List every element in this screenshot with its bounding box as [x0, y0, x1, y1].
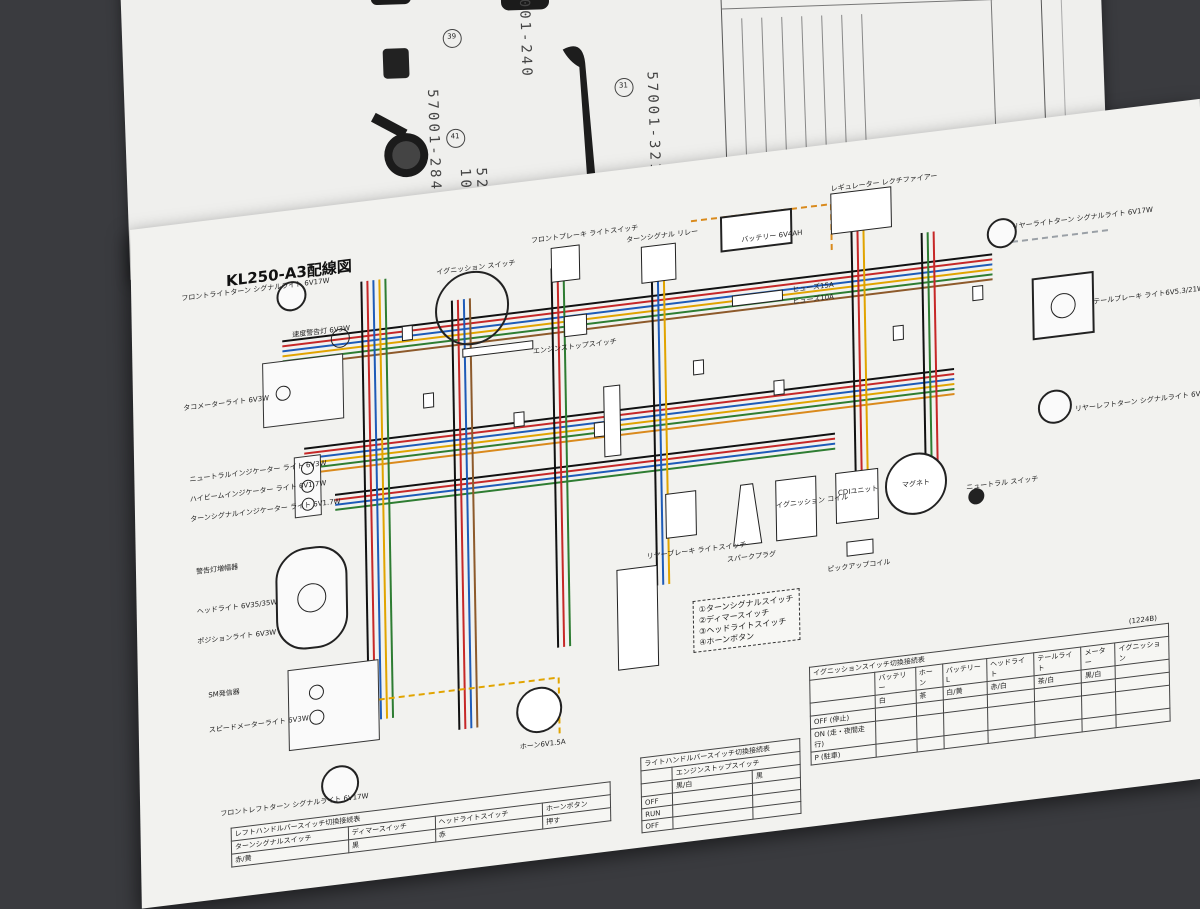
tool-illustrations: 録: [370, 0, 1067, 180]
headlight-icon: [275, 546, 349, 650]
front-left-turn-signal-icon: [321, 765, 360, 804]
collar-tool-icon: [382, 48, 410, 79]
speedometer-icon: [287, 659, 380, 752]
rear-right-turn-signal-icon: [986, 218, 1017, 249]
bearing-tool-icon: [370, 0, 411, 6]
ignition-switch-icon: [435, 270, 510, 346]
item-number-39: 39: [447, 32, 457, 41]
rear-left-turn-signal-icon: [1037, 389, 1072, 424]
spark-plug-icon: [733, 483, 763, 547]
spanner-tool-icon: [562, 46, 596, 180]
turn-signal-relay-icon: [640, 242, 677, 284]
pickup-coil-icon: [846, 538, 874, 557]
battery-icon: [719, 207, 793, 253]
ignition-coil-icon: [775, 475, 818, 542]
wiring-diagram-page: KL250-A3配線図: [130, 98, 1200, 909]
front-right-turn-signal-icon: [276, 281, 307, 312]
item-number-31: 31: [618, 81, 629, 90]
item-number-41: 41: [450, 132, 460, 141]
wiring-diagram: [262, 186, 1112, 804]
tachometer-icon: [262, 353, 345, 429]
cdi-unit-icon: [835, 467, 880, 525]
regulator-rectifier-icon: [830, 186, 892, 235]
magneto-icon: [884, 452, 947, 515]
neutral-switch-icon: [968, 488, 985, 505]
upper-manual-page: 録 57001-240 57001-284 57001-321 52005-10…: [120, 0, 1110, 280]
left-handlebar-switch-icon: [616, 564, 660, 671]
rear-brake-switch-icon: [665, 490, 697, 539]
indicator-lights-icon: [293, 454, 322, 519]
front-brake-switch-icon: [550, 244, 581, 283]
fuse-icon: [731, 289, 784, 307]
tool-code-1: 57001-240: [515, 0, 535, 80]
tail-brake-light-icon: [1031, 270, 1095, 341]
horn-icon: [516, 686, 563, 734]
table-header: ホーン: [915, 664, 943, 691]
engine-stop-switch-icon: [563, 313, 588, 338]
bushing-tool-icon: [500, 0, 550, 11]
